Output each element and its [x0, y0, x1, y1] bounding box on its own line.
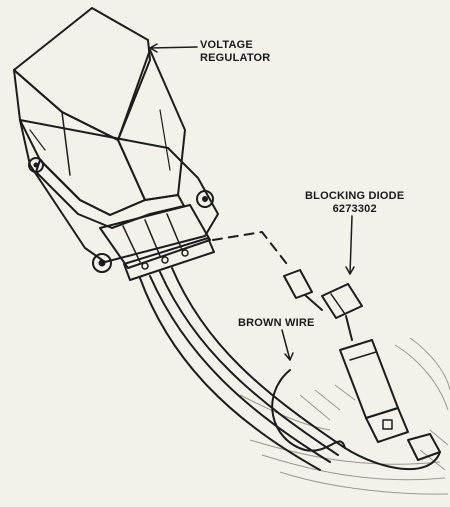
callout-leaders [149, 43, 355, 361]
blocking-diode [321, 283, 363, 341]
mounting-plate [19, 119, 219, 273]
mounting-bolt [196, 190, 214, 208]
blocking-diode-part-number: 6273302 [332, 203, 377, 215]
brown-wire-label: BROWN WIRE [238, 317, 315, 330]
blocking-diode-label-line1: BLOCKING DIODE [305, 190, 405, 202]
voltage-regulator-label: VOLTAGE REGULATOR [200, 39, 270, 65]
voltage-regulator-label-line2: REGULATOR [200, 52, 271, 64]
diode-lead-dashed [212, 231, 291, 269]
background-hatching [239, 337, 450, 495]
mounting-bolt [92, 253, 112, 273]
brown-wire-label-text: BROWN WIRE [238, 317, 315, 329]
voltage-regulator-body [13, 7, 186, 229]
harness-connector [339, 339, 409, 443]
wire-harness [139, 267, 346, 471]
voltage-regulator-label-line1: VOLTAGE [200, 39, 253, 51]
blocking-diode-label: BLOCKING DIODE 6273302 [305, 190, 404, 216]
terminal-connector [344, 433, 441, 471]
inline-connector [283, 269, 323, 311]
regulator-connector [99, 204, 215, 281]
